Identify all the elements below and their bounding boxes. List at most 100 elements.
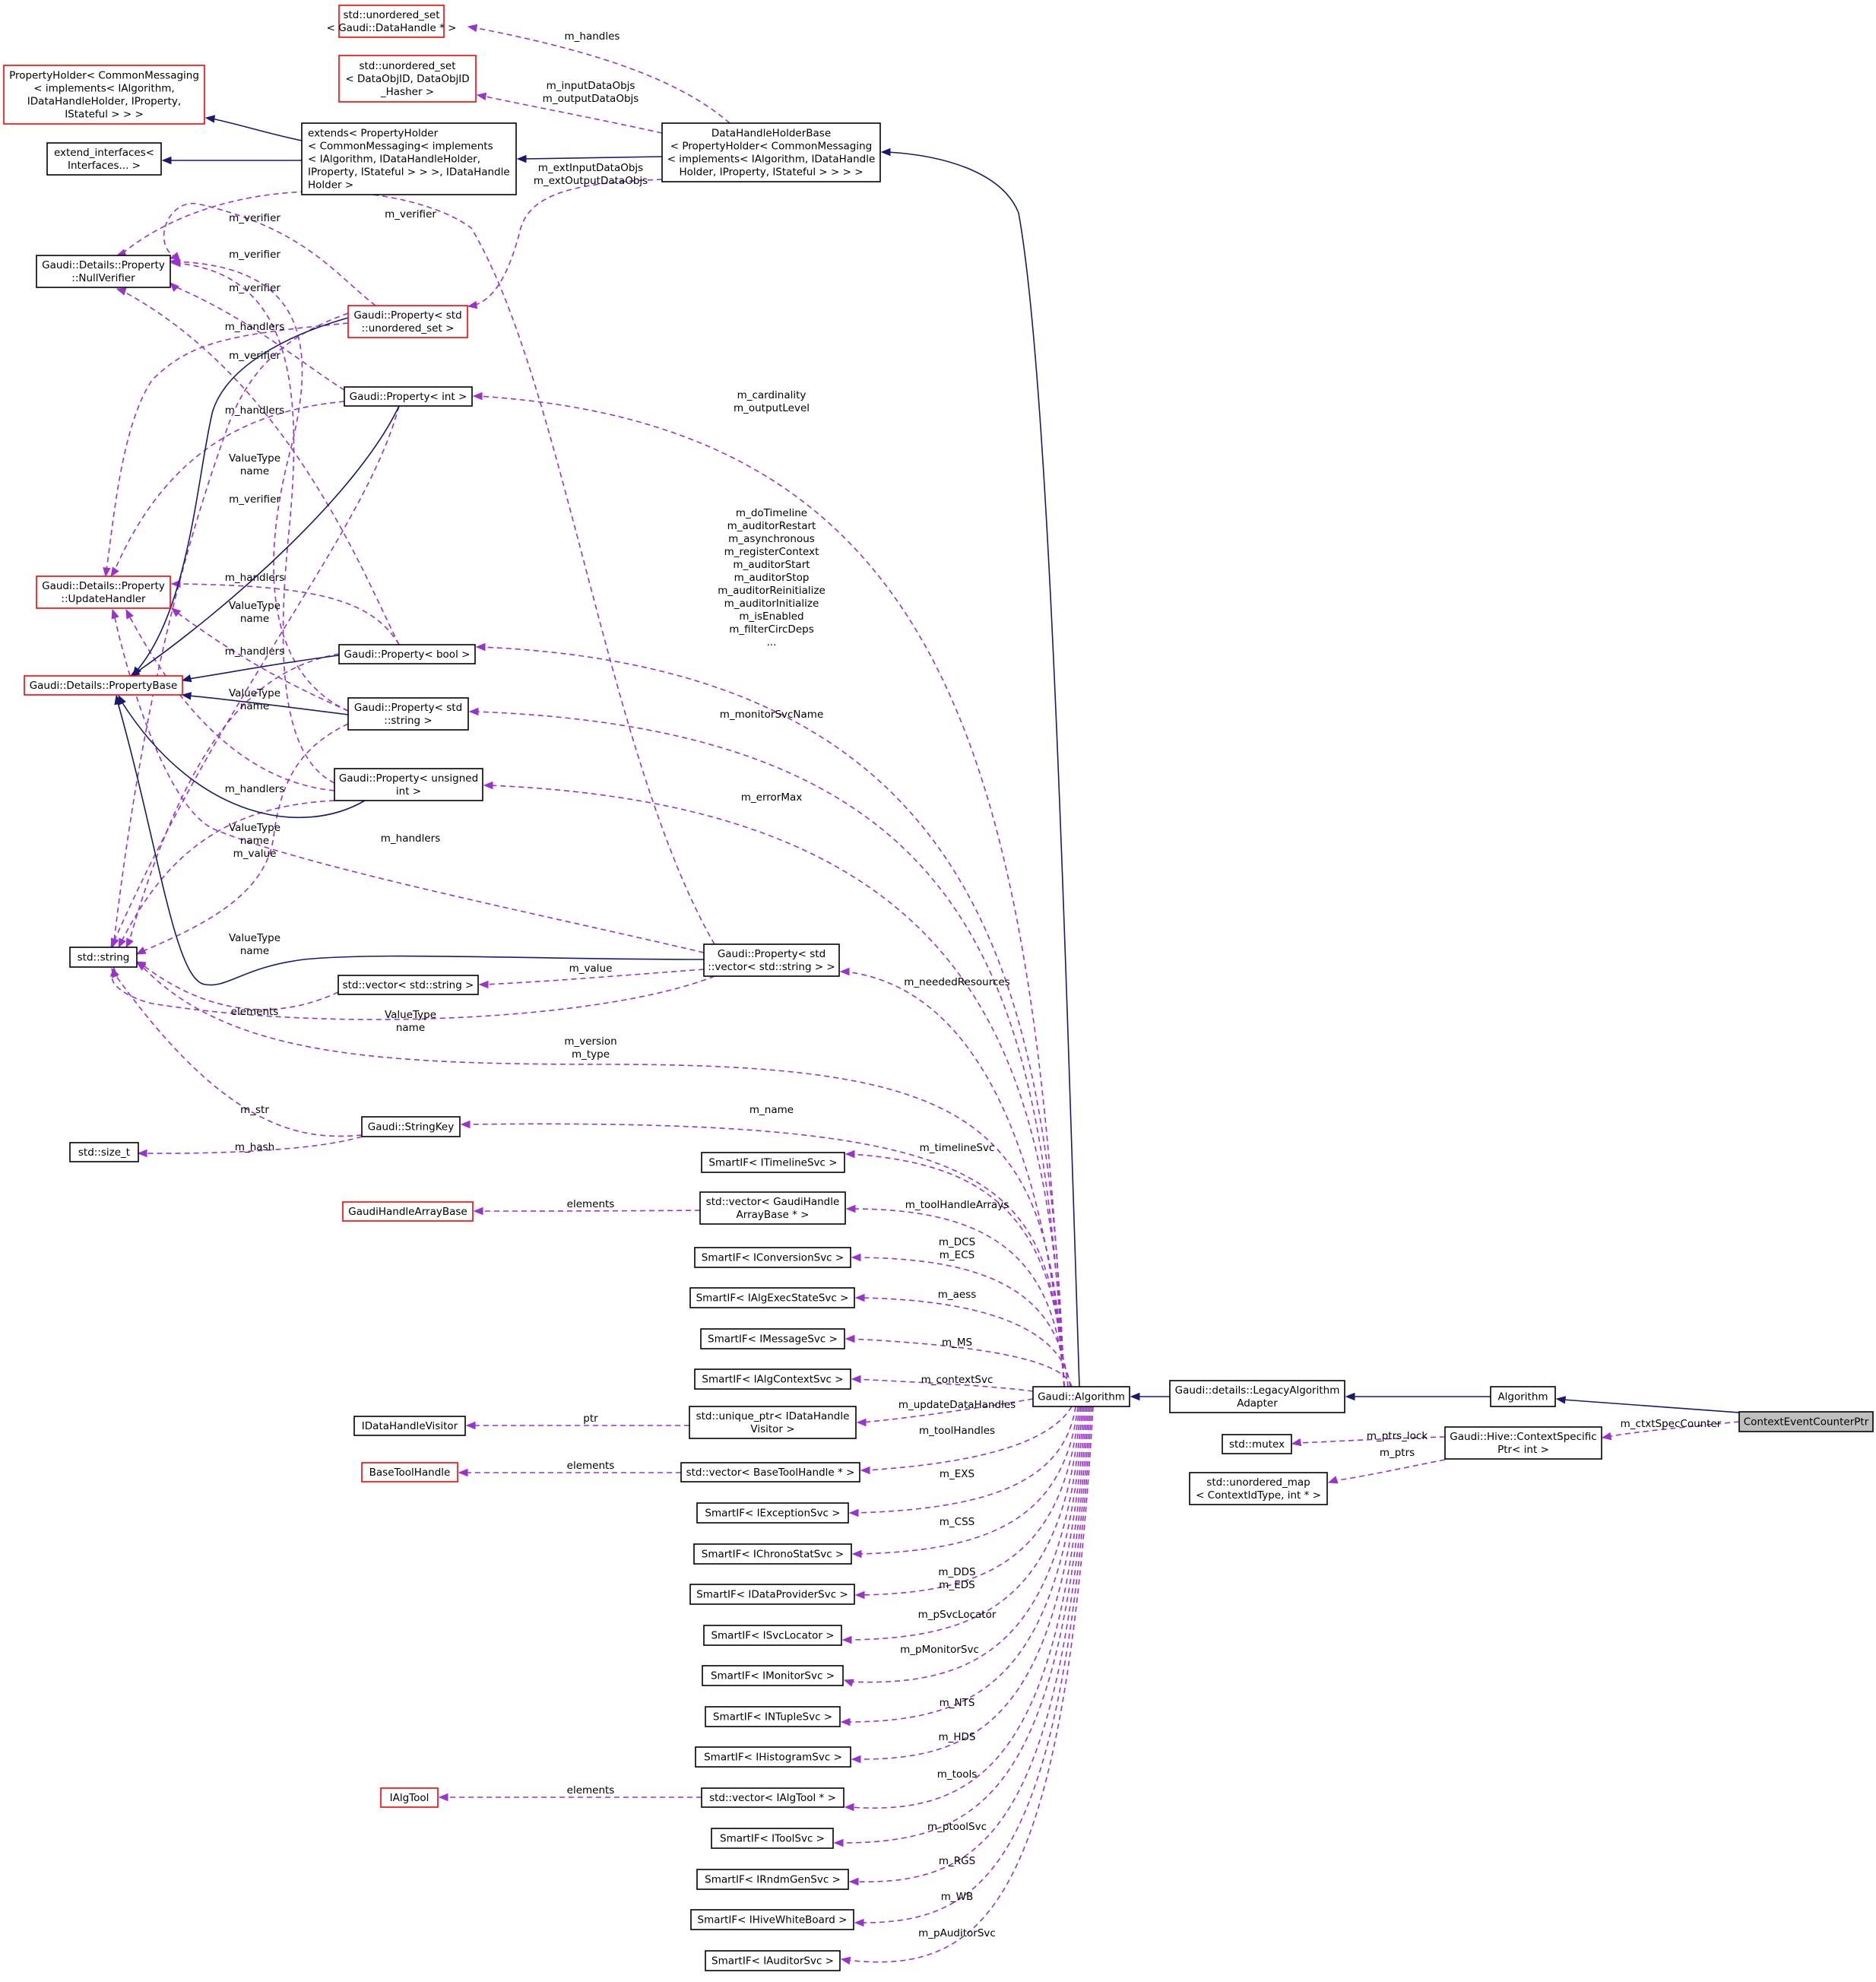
class-node-ctx[interactable]: ContextEventCounterPtr: [1738, 1411, 1874, 1432]
class-node-useth[interactable]: std::unordered_set< Gaudi::DataHandle * …: [327, 5, 457, 38]
e-hive-mutex-label: m_ptrs_lock: [1367, 1430, 1428, 1442]
class-node-gharray[interactable]: GaudiHandleArrayBase: [342, 1201, 474, 1222]
class-node-box: [705, 1706, 841, 1727]
class-node-propvec[interactable]: Gaudi::Property< std::vector< std::strin…: [703, 943, 840, 977]
class-node-updatehandler[interactable]: Gaudi::Details::Property::UpdateHandler: [36, 576, 171, 609]
e-ga-propstr-line: [474, 711, 1065, 1387]
e-ga-str-arrowhead: [135, 962, 147, 971]
class-node-propint[interactable]: Gaudi::Property< int >: [344, 386, 473, 407]
class-node-vecstr[interactable]: std::vector< std::string >: [337, 975, 479, 995]
class-node-ntuple[interactable]: SmartIF< INTupleSvc >: [705, 1706, 841, 1727]
class-node-propbool[interactable]: Gaudi::Property< bool >: [338, 644, 476, 664]
class-node-propuset[interactable]: Gaudi::Property< std::unordered_set >: [347, 305, 468, 338]
class-node-monitor[interactable]: SmartIF< IMonitorSvc >: [702, 1665, 844, 1686]
class-node-nullverifier[interactable]: Gaudi::Details::Property::NullVerifier: [36, 255, 171, 288]
class-node-algctx[interactable]: SmartIF< IAlgContextSvc >: [694, 1368, 851, 1390]
e-ga-auditor: m_pAuditorSvc: [840, 1406, 1094, 1965]
class-node-label: SmartIF< IRndmGenSvc >: [705, 1874, 841, 1886]
class-node-timeline[interactable]: SmartIF< ITimelineSvc >: [701, 1152, 845, 1173]
e-propvec-uh-arrowhead: [111, 608, 119, 620]
e-ga-monitor-label: m_pMonitorSvc: [900, 1644, 979, 1656]
class-node-propholder[interactable]: PropertyHolder< CommonMessaging< impleme…: [3, 65, 205, 125]
e-ga-rndm-label: m_RGS: [939, 1855, 975, 1867]
class-node-chrono[interactable]: SmartIF< IChronoStatSvc >: [693, 1543, 852, 1565]
class-node-basetoolhandle[interactable]: BaseToolHandle: [361, 1462, 458, 1483]
class-node-usetobj[interactable]: std::unordered_set< DataObjID, DataObjID…: [338, 55, 477, 103]
class-node-label: ::unordered_set >: [362, 322, 455, 335]
class-node-stringkey[interactable]: Gaudi::StringKey: [361, 1116, 461, 1137]
class-node-label: SmartIF< IToolSvc >: [720, 1833, 825, 1845]
class-node-dhvisitor[interactable]: IDataHandleVisitor: [353, 1416, 466, 1436]
e-propvec-vecstr: m_value: [478, 962, 705, 989]
class-node-label: Gaudi::Details::Property: [42, 259, 165, 271]
e-extends-propholder-arrowhead: [204, 115, 216, 123]
e-dhhb-usetobj-label: m_outputDataObjs: [543, 93, 639, 105]
class-node-algorithm[interactable]: Algorithm: [1490, 1386, 1556, 1407]
class-node-box: [1222, 1434, 1292, 1454]
class-node-toolsvc[interactable]: SmartIF< IToolSvc >: [711, 1828, 834, 1849]
class-node-propbase[interactable]: Gaudi::Details::PropertyBase: [24, 675, 183, 696]
class-node-box: [701, 1152, 845, 1173]
class-node-sizet[interactable]: std::size_t: [69, 1142, 139, 1162]
class-node-algexec[interactable]: SmartIF< IAlgExecStateSvc >: [689, 1287, 855, 1308]
class-node-dataprov[interactable]: SmartIF< IDataProviderSvc >: [689, 1584, 855, 1605]
class-node-conv[interactable]: SmartIF< IConversionSvc >: [694, 1247, 851, 1268]
class-node-mutex[interactable]: std::mutex: [1222, 1434, 1292, 1454]
e-dhhb-extends-arrowhead: [516, 154, 527, 163]
class-node-uniqueptr[interactable]: std::unique_ptr< IDataHandleVisitor >: [689, 1406, 857, 1439]
e-ga-propvec: m_neededResources: [839, 967, 1065, 1387]
class-node-dhhb[interactable]: DataHandleHolderBase< PropertyHolder< Co…: [661, 122, 881, 182]
e-ga-vecalgtool-line: [849, 1406, 1088, 1809]
class-node-message[interactable]: SmartIF< IMessageSvc >: [700, 1328, 845, 1349]
e-propint-nv-arrowhead: [170, 282, 179, 292]
class-node-auditor[interactable]: SmartIF< IAuditorSvc >: [705, 1950, 841, 1971]
class-node-label: Gaudi::Property< unsigned: [339, 772, 478, 785]
class-node-rndm[interactable]: SmartIF< IRndmGenSvc >: [696, 1869, 849, 1890]
class-node-ialgtool[interactable]: IAlgTool: [380, 1787, 439, 1808]
class-node-label: std::string: [78, 952, 130, 964]
class-node-vecbth[interactable]: std::vector< BaseToolHandle * >: [680, 1462, 860, 1483]
class-node-hivewb[interactable]: SmartIF< IHiveWhiteBoard >: [690, 1909, 854, 1930]
e-ga-svcloc-line: [847, 1406, 1082, 1641]
class-node-label: SmartIF< IExceptionSvc >: [705, 1508, 840, 1520]
class-node-vecalgtool[interactable]: std::vector< IAlgTool * >: [701, 1787, 845, 1808]
class-node-propuint[interactable]: Gaudi::Property< unsigned int >: [334, 768, 483, 801]
class-node-box: [694, 1368, 851, 1390]
class-node-svcloc[interactable]: SmartIF< ISvcLocator >: [703, 1625, 842, 1646]
e-hive-mutex: m_ptrs_lock: [1291, 1430, 1446, 1447]
e-ga-toolsvc: m_ptoolSvc: [833, 1406, 1089, 1847]
e-ga-conv-label: m_DCS: [939, 1236, 975, 1248]
class-node-exception[interactable]: SmartIF< IExceptionSvc >: [696, 1502, 849, 1524]
e-ga-ntuple-line: [845, 1406, 1085, 1723]
e-propint-uh-arrowhead: [110, 566, 119, 578]
class-node-umap[interactable]: std::unordered_map< ContextIdType, int *…: [1189, 1472, 1328, 1505]
class-node-box: [334, 768, 483, 801]
e-propuint-str-label: name: [240, 945, 269, 957]
class-node-vecgh[interactable]: std::vector< GaudiHandleArrayBase * >: [699, 1191, 846, 1225]
class-node-label: SmartIF< IMonitorSvc >: [711, 1670, 835, 1682]
class-node-extifaces[interactable]: extend_interfaces< Interfaces... >: [46, 142, 162, 176]
e-propint-pb: [129, 405, 400, 677]
class-node-box: [347, 697, 469, 731]
class-node-label: < CommonMessaging< implements: [308, 141, 493, 153]
e-ga-dataprov-line: [860, 1406, 1080, 1596]
class-node-histo[interactable]: SmartIF< IHistogramSvc >: [695, 1746, 851, 1768]
e-propint-uh-line: [113, 401, 345, 572]
e-propstr-str-line: [141, 723, 349, 953]
e-ga-stringkey-line: [465, 1123, 1065, 1387]
class-node-stdstring[interactable]: std::string: [69, 947, 138, 968]
e-ga-propbool-label: m_auditorRestart: [727, 520, 816, 532]
e-dhhb-useth-arrowhead: [467, 24, 478, 33]
e-propuint-pb: [118, 694, 366, 819]
class-node-box: [1189, 1472, 1328, 1505]
class-node-box: [696, 1502, 849, 1524]
class-node-propstr[interactable]: Gaudi::Property< std::string >: [347, 697, 469, 731]
e-dhhb-usetobj-label: m_inputDataObjs: [547, 80, 635, 92]
e-ga-propbool-arrowhead: [475, 642, 486, 652]
class-node-gaudialg[interactable]: Gaudi::Algorithm: [1032, 1386, 1130, 1407]
e-ga-stringkey: m_name: [460, 1104, 1065, 1387]
class-node-extends[interactable]: extends< PropertyHolder< CommonMessaging…: [301, 122, 517, 195]
e-propstr-str-label: m_value: [233, 848, 277, 860]
